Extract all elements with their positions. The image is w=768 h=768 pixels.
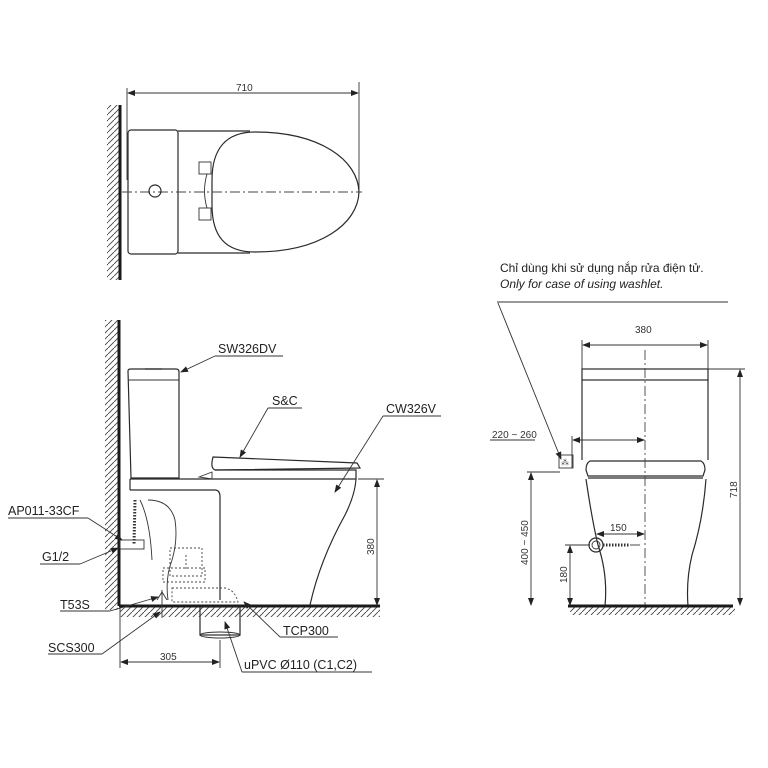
label-bolt-model: T53S	[60, 598, 90, 612]
supply-offset-dimension: 150	[610, 523, 627, 534]
outlet-height-dimension: 400 ~ 450	[520, 520, 531, 565]
label-screw-model: SCS300	[48, 641, 95, 655]
top-width-dimension: 710	[236, 83, 253, 94]
note-english: Only for case of using washlet.	[500, 277, 663, 291]
label-flange-model: TCP300	[283, 624, 329, 638]
label-tank-model: SW326DV	[218, 342, 277, 356]
label-bowl-model: CW326V	[386, 402, 437, 416]
rough-in-dimension: 305	[160, 652, 177, 663]
label-inlet-thread: G1/2	[42, 550, 69, 564]
label-drain-pipe: uPVC Ø110 (C1,C2)	[244, 658, 357, 672]
side-bowl-height-dimension: 380	[366, 538, 377, 555]
front-view: Chỉ dùng khi sử dụng nắp rửa điện tử. On…	[490, 260, 745, 615]
side-view: 380 305 SW326DV S&C CW326V AP011-33CF G1…	[8, 320, 441, 673]
top-view: 710	[107, 82, 362, 280]
supply-height-dimension: 180	[559, 566, 570, 583]
front-width-dimension: 380	[635, 325, 652, 336]
label-hose-model: AP011-33CF	[8, 504, 80, 518]
outlet-offset-dimension: 220 ~ 260	[492, 430, 537, 441]
outlet-icon: ⁂	[561, 458, 569, 467]
note-vietnamese: Chỉ dùng khi sử dụng nắp rửa điện tử.	[500, 260, 704, 275]
label-seat-model: S&C	[272, 394, 298, 408]
total-height-dimension: 718	[729, 481, 740, 498]
